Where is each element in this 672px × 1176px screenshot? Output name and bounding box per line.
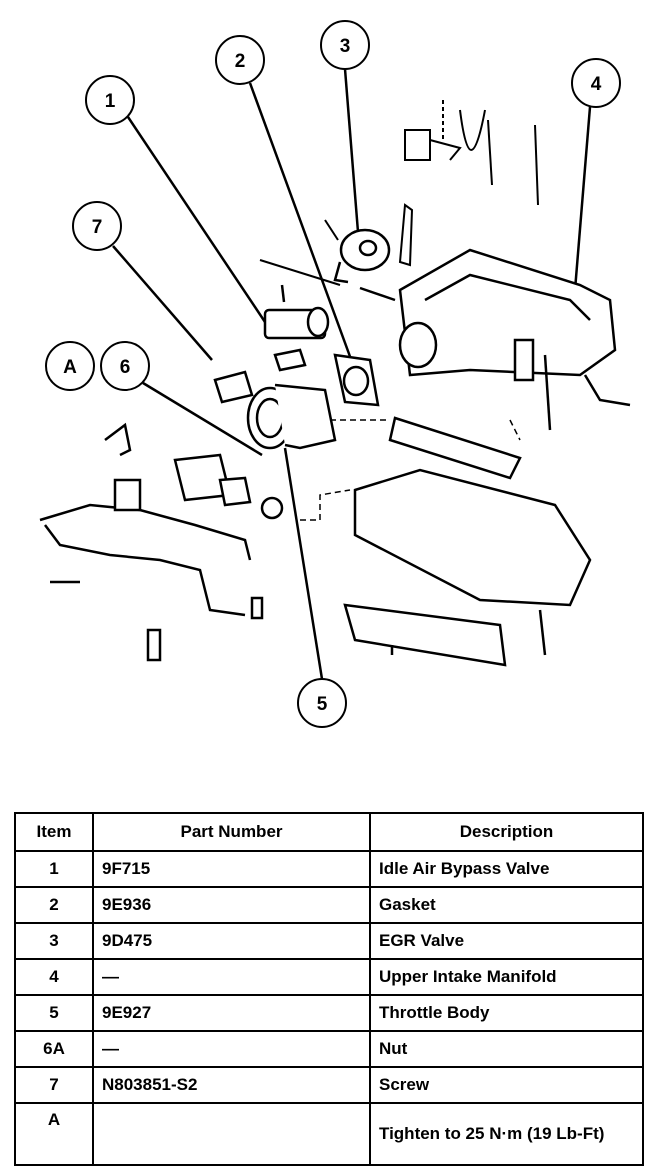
fuel-rail-assembly [39,422,284,662]
throttle-body [213,348,337,450]
callout-label-1: 1 [105,91,116,112]
table-row: 3 9D475 EGR Valve [14,922,644,960]
callout-circle-4 [571,58,621,108]
cell-item: 1 [14,850,94,888]
cell-part-number: 9D475 [92,922,371,960]
callout-label-6: 6 [120,357,131,378]
cell-description: Gasket [369,886,644,924]
cell-description: Screw [369,1066,644,1104]
callout-circle-a [45,341,95,391]
callout-label-7: 7 [92,217,103,238]
cell-description: Idle Air Bypass Valve [369,850,644,888]
egr-tube-and-sensor [259,100,539,286]
cell-item: 6A [14,1030,94,1068]
parts-table: Item Part Number Description 1 9F715 Idl… [14,812,644,1166]
egr-valve [333,228,396,302]
cell-part-number: — [92,1030,371,1068]
cell-item: 7 [14,1066,94,1104]
cell-part-number: 9F715 [92,850,371,888]
exploded-parts-diagram: 1 2 3 4 5 6 7 A [39,20,631,728]
table-row: 6A — Nut [14,1030,644,1068]
cell-item: 4 [14,958,94,996]
callout-circle-7 [72,201,122,251]
cell-description: EGR Valve [369,922,644,960]
callout-label-5: 5 [317,694,328,715]
gasket-2 [333,353,380,407]
table-row: 7 N803851-S2 Screw [14,1066,644,1104]
lower-intake-manifold [343,416,592,667]
leader-lines [112,68,592,680]
cell-description: Upper Intake Manifold [369,958,644,996]
idle-air-bypass-valve [263,284,330,340]
cell-item: 2 [14,886,94,924]
table-header-row: Item Part Number Description [14,812,644,852]
dashed-assembly-lines [300,419,521,521]
cell-part-number: 9E927 [92,994,371,1032]
cell-part-number: 9E936 [92,886,371,924]
cell-part-number: — [92,958,371,996]
table-row: A Tighten to 25 N·m (19 Lb-Ft) [14,1102,644,1166]
cell-item: 5 [14,994,94,1032]
table-row: 2 9E936 Gasket [14,886,644,924]
table-row: 5 9E927 Throttle Body [14,994,644,1032]
header-item: Item [14,812,94,852]
table-row: 4 — Upper Intake Manifold [14,958,644,996]
cell-item: 3 [14,922,94,960]
table-row: 1 9F715 Idle Air Bypass Valve [14,850,644,888]
callout-circle-2 [215,35,265,85]
cell-description: Nut [369,1030,644,1068]
callout-circle-1 [85,75,135,125]
callout-label-4: 4 [591,74,602,95]
callout-circle-6 [100,341,150,391]
cell-description: Tighten to 25 N·m (19 Lb-Ft) [369,1102,644,1166]
callout-label-2: 2 [235,51,246,72]
callout-label-a: A [63,357,77,378]
upper-intake-manifold [398,248,631,431]
callout-label-3: 3 [340,36,351,57]
cell-part-number: N803851-S2 [92,1066,371,1104]
cell-part-number [92,1102,371,1166]
header-part-number: Part Number [92,812,371,852]
cell-item: A [14,1102,94,1166]
cell-description: Throttle Body [369,994,644,1032]
header-description: Description [369,812,644,852]
